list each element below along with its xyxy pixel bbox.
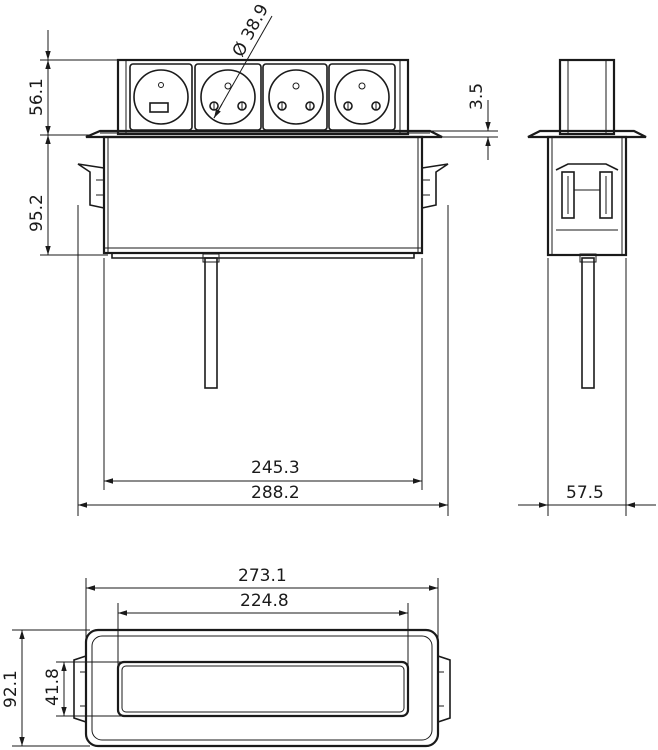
dim-bottom-inner-height: 41.8 xyxy=(43,668,63,706)
dim-socket-diameter: Ø 38.9 xyxy=(229,1,273,60)
side-view xyxy=(527,58,647,389)
plan-dimensions: 273.1 224.8 92.1 41.8 xyxy=(1,566,439,747)
socket-module-2 xyxy=(262,63,328,131)
usb-module xyxy=(129,63,193,131)
dim-bottom-inner-width: 224.8 xyxy=(240,591,289,611)
right-clip xyxy=(421,163,449,209)
side-cable xyxy=(581,257,595,389)
plan-left-tab xyxy=(73,655,87,723)
box-body xyxy=(102,135,424,255)
plan-view xyxy=(73,628,451,748)
front-view xyxy=(77,58,449,389)
side-socket-housing xyxy=(558,58,616,136)
dim-bottom-outer-height: 92.1 xyxy=(1,670,21,708)
plan-right-tab xyxy=(437,655,451,723)
side-dimensions: 57.5 xyxy=(518,258,656,516)
dim-lid-thickness: 3.5 xyxy=(467,83,487,110)
cable xyxy=(204,257,218,389)
dim-front-body-height: 95.2 xyxy=(27,194,47,232)
socket-housing xyxy=(116,58,410,136)
dim-front-top-height: 56.1 xyxy=(27,78,47,116)
socket-module-3 xyxy=(328,63,396,131)
socket-module-1 xyxy=(194,63,262,131)
dim-outer-width: 288.2 xyxy=(251,483,300,503)
side-body xyxy=(546,135,628,257)
dim-bottom-outer-width: 273.1 xyxy=(238,566,287,586)
plan-outer-frame xyxy=(84,628,440,748)
plan-opening xyxy=(116,660,410,718)
dim-inner-width: 245.3 xyxy=(251,458,300,478)
dim-side-width: 57.5 xyxy=(566,483,604,503)
left-clip xyxy=(77,163,105,209)
